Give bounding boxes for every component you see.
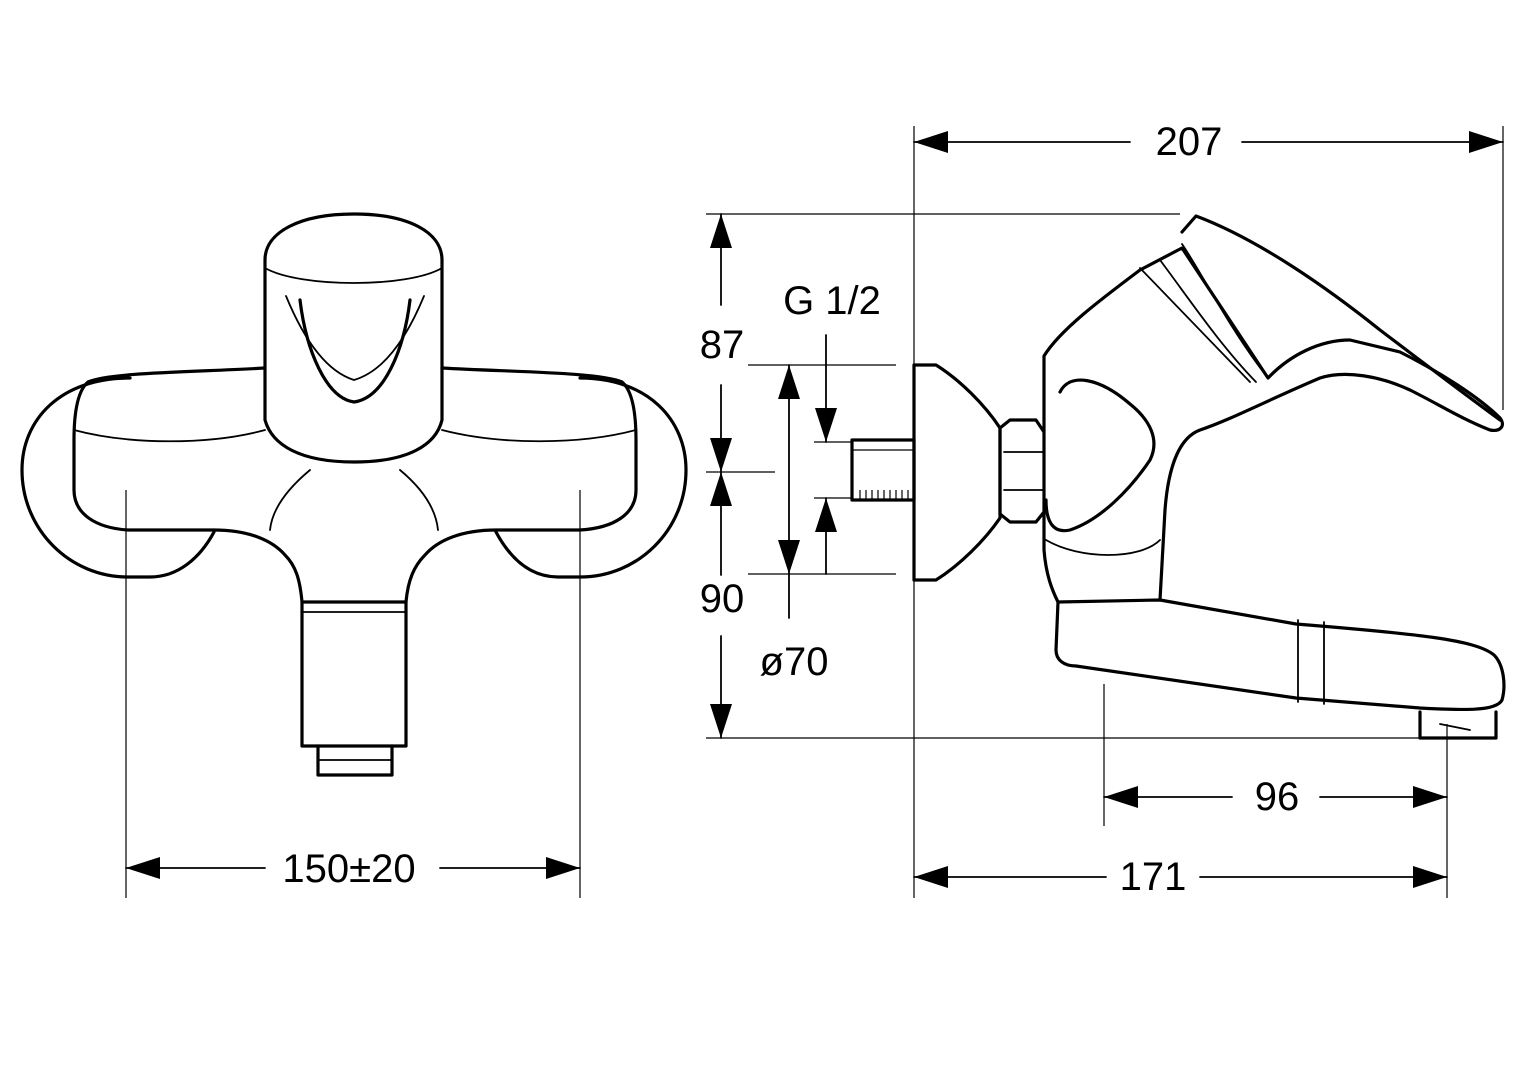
body-lower-left [1042, 510, 1060, 604]
lever-joint-2 [1159, 259, 1257, 383]
arrow-thread-top [815, 408, 837, 442]
knob-top-curve [264, 267, 443, 284]
arrow-171-left [914, 866, 948, 888]
arrow-87-top [710, 214, 732, 248]
arrow-87-bottom [710, 438, 732, 472]
left-rosette [20, 376, 216, 579]
lever-grip [298, 298, 412, 404]
body-curve-left [269, 469, 311, 531]
arrow-70-top [778, 365, 800, 399]
side-spout [1054, 598, 1506, 712]
dim-96: 96 [1255, 775, 1300, 819]
arrow-90-bottom [710, 704, 732, 738]
side-rosette [912, 363, 1002, 582]
body-curve-right [399, 469, 439, 531]
right-arm-edge [441, 429, 637, 443]
arrow-207-right [1469, 131, 1503, 153]
right-arm [404, 366, 638, 604]
side-thread [850, 438, 916, 502]
dim-thread: G 1/2 [783, 279, 881, 323]
lever-knob [263, 212, 444, 370]
hex-nut [998, 418, 1046, 524]
lever-edge [1181, 243, 1269, 379]
dim-70: ø70 [760, 640, 829, 684]
left-arm-edge [73, 429, 266, 443]
dim-90: 90 [700, 577, 745, 621]
body-curve-lower [1045, 539, 1161, 556]
side-lever [1180, 214, 1502, 422]
front-view: 150±20 [20, 212, 688, 898]
arrow-70-bottom [778, 540, 800, 574]
arrow-207-left [914, 131, 948, 153]
aerator-mark [1439, 723, 1471, 731]
dim-207: 207 [1156, 120, 1223, 164]
side-aerator [1418, 710, 1498, 740]
thread-hatch [859, 490, 909, 500]
arrow-front-right [546, 857, 580, 879]
arrow-96-left [1104, 786, 1138, 808]
arrow-171-right [1413, 866, 1447, 888]
left-arm [72, 366, 304, 604]
side-view: 207 87 90 ø70 G 1/2 96 17 [700, 120, 1506, 899]
arrow-90-top [710, 472, 732, 506]
dim-87: 87 [700, 323, 745, 367]
dim-front-width: 150±20 [282, 847, 415, 891]
body-pocket [1044, 378, 1156, 533]
lever-grip-inner [285, 295, 425, 381]
arrow-front-left [126, 857, 160, 879]
side-body [1042, 246, 1504, 602]
dim-171: 171 [1120, 855, 1187, 899]
arrow-thread-bottom [815, 498, 837, 532]
front-spout [300, 600, 408, 748]
central-body [263, 366, 444, 464]
lever-joint [1139, 267, 1251, 383]
arrow-96-right [1413, 786, 1447, 808]
right-rosette [494, 376, 688, 579]
